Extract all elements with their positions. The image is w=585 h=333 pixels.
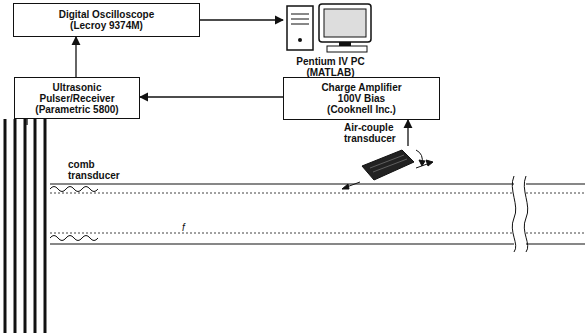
box-label: Charge Amplifier bbox=[321, 82, 401, 93]
box-label: 100V Bias bbox=[338, 93, 385, 104]
node-label: Air-couple transducer bbox=[344, 122, 404, 144]
plate bbox=[50, 176, 585, 252]
box-label: (Lecroy 9374M) bbox=[70, 20, 143, 31]
pc-icon bbox=[283, 0, 378, 56]
guided-wave bbox=[50, 187, 98, 241]
box-label: Pulser/Receiver bbox=[39, 93, 114, 104]
symbol-label: f bbox=[182, 222, 185, 233]
signal-connector bbox=[200, 19, 283, 20]
transducer-region: comb transducer bbox=[2, 125, 52, 330]
box-label: Ultrasonic bbox=[53, 82, 102, 93]
signal-connector bbox=[407, 120, 408, 146]
node-label-group: comb transducer bbox=[68, 159, 130, 181]
air-couple-transducer bbox=[342, 150, 433, 189]
instrument-box: Charge Amplifier100V Bias(Cooknell Inc.) bbox=[283, 77, 440, 120]
box-label: (Parametric 5800) bbox=[35, 104, 118, 115]
box-label: (Cooknell Inc.) bbox=[327, 104, 396, 115]
computer-icon: Pentium IV PC(MATLAB) bbox=[283, 0, 378, 80]
node-label: comb transducer bbox=[68, 159, 130, 181]
node-label: Pentium IV PC bbox=[283, 56, 378, 67]
signal-connector bbox=[75, 37, 76, 77]
instrument-box: UltrasonicPulser/Receiver(Parametric 580… bbox=[14, 77, 140, 119]
transducer-region: Air-couple transducer bbox=[360, 146, 416, 182]
node-label-group: Air-couple transducer bbox=[344, 122, 404, 144]
comb-elements bbox=[5, 119, 45, 333]
instrument-box: Digital Oscilloscope(Lecroy 9374M) bbox=[13, 3, 200, 37]
signal-connector bbox=[140, 96, 283, 97]
box-label: Digital Oscilloscope bbox=[59, 9, 155, 20]
signal-connector bbox=[26, 119, 27, 125]
